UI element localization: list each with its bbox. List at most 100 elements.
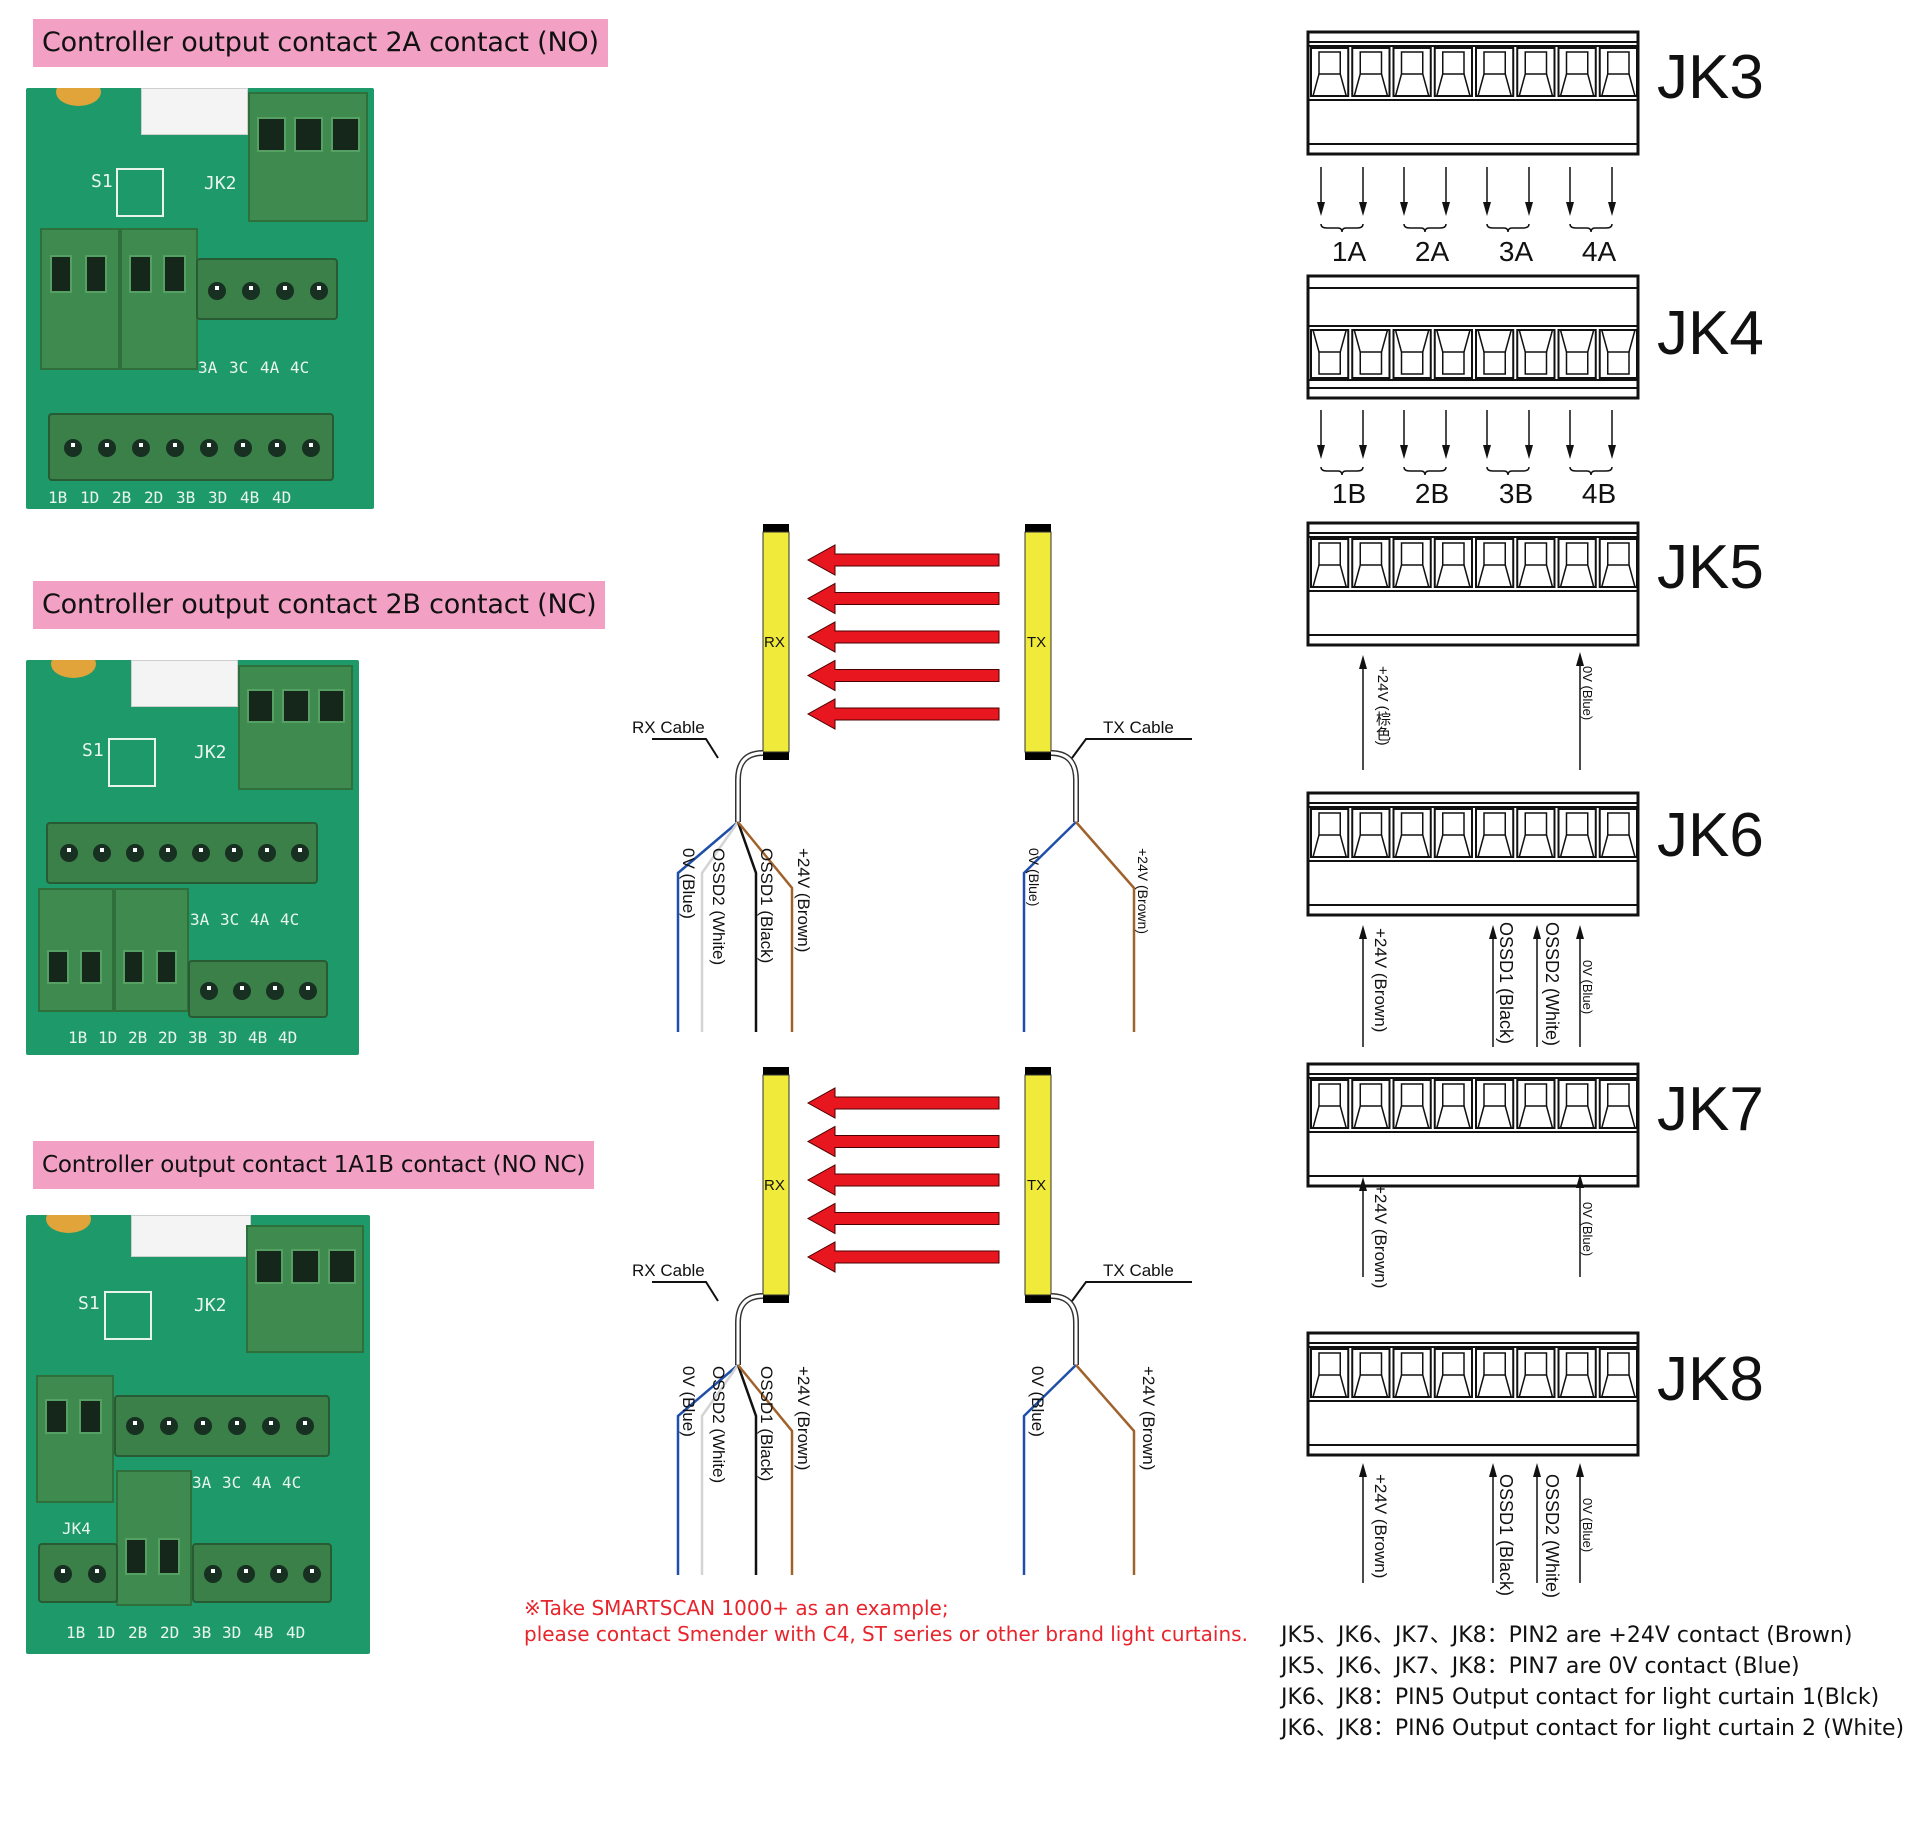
jk4-connector-pin <box>1516 329 1556 379</box>
rx1-wire-0v-label: 0V (Blue) <box>679 848 698 919</box>
rx-wire-brown <box>737 1364 794 1575</box>
beam-arrow <box>806 621 1000 653</box>
rx-wire-blue <box>676 1364 739 1575</box>
header-4pin-lower <box>192 1543 332 1603</box>
jk6-connector-pin <box>1351 808 1391 858</box>
jumper-s1 <box>104 1291 152 1340</box>
jk5-connector-pin <box>1392 538 1432 588</box>
jk3-connector-pin <box>1475 47 1515 97</box>
jk3-connector-pin <box>1310 47 1350 97</box>
silk-1d: 1D <box>80 488 100 507</box>
rx1-label: RX <box>764 634 785 651</box>
jk5-label: JK5 <box>1657 533 1764 602</box>
jk3-connector <box>1306 30 1640 156</box>
silk-s1: S1 <box>78 1293 100 1314</box>
jk4-arrow-head <box>1525 445 1533 459</box>
rx1-wire-24v-label: +24V (Brown) <box>794 848 813 953</box>
jk8-label: JK8 <box>1657 1345 1764 1414</box>
jk6-arrow-24v-head <box>1359 925 1367 939</box>
capacitor <box>56 88 101 106</box>
jk7-arrow-0v-head <box>1576 1174 1584 1188</box>
silk-3c: 3C <box>222 1473 242 1492</box>
silk-2d: 2D <box>160 1623 180 1642</box>
jk3-connector-pin <box>1351 47 1391 97</box>
pin-note-2: JK5、JK6、JK7、JK8：PIN7 are 0V contact (Blu… <box>1281 1654 1800 1679</box>
silk-3a: 3A <box>198 358 218 377</box>
silk-3a: 3A <box>192 1473 212 1492</box>
jk4-arrow-head <box>1608 445 1616 459</box>
jk8-connector-pin <box>1557 1348 1597 1398</box>
header-4pin <box>196 258 338 320</box>
rx-cable-core <box>736 751 764 822</box>
rx-wire-black <box>736 821 758 1032</box>
silk-4a: 4A <box>260 358 280 377</box>
tx-cable-core <box>1050 751 1078 822</box>
silk-3d: 3D <box>208 488 228 507</box>
panel-title-2b-nc: Controller output contact 2B contact (NC… <box>33 581 606 629</box>
silk-3b: 3B <box>176 488 196 507</box>
rx2-wire-0v-label: 0V (Blue) <box>679 1366 698 1437</box>
jk3-connector-pin <box>1392 47 1432 97</box>
jk4-connector-pin <box>1310 329 1350 379</box>
jk7-wire-0v: 0V (Blue) <box>1580 1202 1595 1257</box>
header-8pin-jk4 <box>48 413 334 481</box>
jk8-wire-ossd1: OSSD1 (Black) <box>1496 1474 1516 1597</box>
jk4-brace <box>1403 466 1447 476</box>
jk7-arrow-24v-head <box>1359 1177 1367 1191</box>
white-connector <box>141 88 248 135</box>
rx1-wire-ossd1-label: OSSD1 (Black) <box>757 848 776 964</box>
rx-wire-black <box>736 1364 758 1575</box>
tx1-wire-24v-label: +24V (Brown) <box>1135 848 1151 934</box>
jk8-connector-pin <box>1351 1348 1391 1398</box>
jk6-arrow-0v-head <box>1576 925 1584 939</box>
jk8-connector-pin <box>1475 1348 1515 1398</box>
white-connector <box>131 1215 251 1257</box>
pcb-photo-2b-nc: S1 JK2 3A 3C 4A 4C 1B 1D 2B 2D 3B 3D 4B … <box>26 660 359 1055</box>
jk4-arrow-head <box>1442 445 1450 459</box>
beam-arrow <box>806 1125 1000 1158</box>
tx-wire-blue <box>1022 821 1077 1032</box>
silk-3b: 3B <box>188 1028 208 1047</box>
jk8-arrow-ossd2-head <box>1533 1463 1541 1477</box>
jk4-arrow-head <box>1566 445 1574 459</box>
silk-3d: 3D <box>222 1623 242 1642</box>
jk8-connector-pin <box>1392 1348 1432 1398</box>
beam-arrow <box>806 582 1000 615</box>
silk-s1: S1 <box>82 740 104 761</box>
jk7-wire-24v: +24V (Brown) <box>1371 1184 1390 1289</box>
jk8-connector-pin <box>1598 1348 1638 1398</box>
jk6-wire-ossd2: OSSD2 (White) <box>1542 922 1562 1047</box>
jk3-arrow-head <box>1525 202 1533 216</box>
silk-1b: 1B <box>48 488 68 507</box>
silk-4b: 4B <box>248 1028 268 1047</box>
rx-wire-white <box>700 1364 740 1575</box>
jk6-connector-pin <box>1557 808 1597 858</box>
header-6pin <box>114 1395 330 1457</box>
jk3-arrow-head <box>1483 202 1491 216</box>
jk6-connector-pin <box>1475 808 1515 858</box>
beam-arrow <box>806 1202 1000 1235</box>
jk3-connector-pin <box>1598 47 1638 97</box>
jk5-connector-pin <box>1516 538 1556 588</box>
jk4-label: JK4 <box>1657 299 1764 368</box>
jk4-brace <box>1569 466 1613 476</box>
jk8-connector-pin <box>1433 1348 1473 1398</box>
jk4-connector-pin <box>1475 329 1515 379</box>
silk-s1: S1 <box>91 171 113 192</box>
jk4-brace <box>1320 466 1364 476</box>
header-8pin-upper <box>46 822 318 884</box>
jk5-arrow-24v-head <box>1359 655 1367 669</box>
silk-2b: 2B <box>128 1623 148 1642</box>
jk5-connector-pin <box>1598 538 1638 588</box>
silk-jk2: JK2 <box>194 1295 227 1316</box>
tx-bar <box>1024 1074 1052 1296</box>
jk3-arrow-head <box>1400 202 1408 216</box>
jk7-connector-pin <box>1392 1079 1432 1129</box>
light-curtain-1 <box>652 524 1192 1032</box>
rx-wire-blue <box>676 821 739 1032</box>
silk-3d: 3D <box>218 1028 238 1047</box>
jk3-brace <box>1569 223 1613 233</box>
example-note-line-1: ※Take SMARTSCAN 1000+ as an example; <box>524 1596 949 1620</box>
jk6-connector <box>1306 791 1640 917</box>
